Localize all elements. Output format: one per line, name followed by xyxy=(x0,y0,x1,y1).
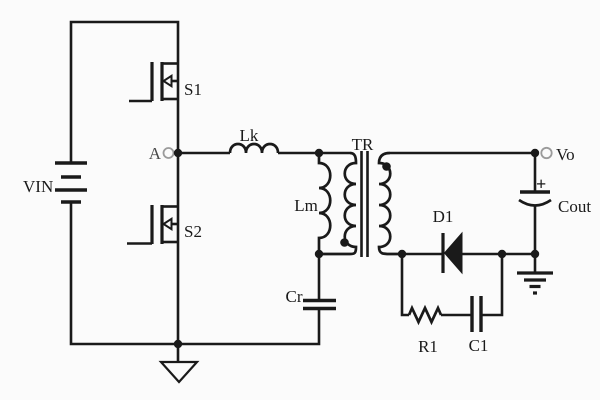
label-c1: C1 xyxy=(469,336,489,355)
junction-lm-top xyxy=(314,148,324,158)
label-lk: Lk xyxy=(240,126,259,145)
capacitor-cr: Cr xyxy=(286,287,336,311)
transformer-tr: TR xyxy=(319,135,402,257)
ground-secondary-icon xyxy=(517,271,553,295)
wires xyxy=(69,20,537,362)
junction-cout-ground xyxy=(530,249,540,259)
inductor-lk: Lk xyxy=(228,126,280,154)
label-node-a: A xyxy=(149,144,162,163)
label-s2: S2 xyxy=(184,222,202,241)
label-tr: TR xyxy=(352,135,374,154)
diode-d1: D1 xyxy=(433,207,463,275)
junction-node-a xyxy=(173,148,183,158)
cout-plate-curved xyxy=(518,198,552,207)
mosfet-s2: S2 xyxy=(127,205,202,245)
vo-terminal: Vo xyxy=(540,145,575,164)
battery-vin: VIN xyxy=(23,161,87,204)
tr-secondary-winding xyxy=(377,151,402,256)
label-lm: Lm xyxy=(294,196,318,215)
label-cr: Cr xyxy=(286,287,303,306)
tr-core xyxy=(360,151,369,257)
r1-zigzag xyxy=(407,304,443,326)
label-d1: D1 xyxy=(433,207,454,226)
label-cout: Cout xyxy=(558,197,591,216)
wire-c1-up xyxy=(481,254,504,317)
junction-vo xyxy=(530,148,540,158)
lm-coil xyxy=(317,153,332,254)
vo-ring-icon xyxy=(540,146,553,160)
label-vo: Vo xyxy=(556,145,575,164)
junction-dots xyxy=(173,148,540,349)
mosfet-s1: S1 xyxy=(129,62,202,103)
s1-arrow-icon xyxy=(161,73,173,89)
tr-primary-winding xyxy=(319,151,358,256)
wire-snubber-left xyxy=(400,254,409,317)
node-a-terminal: A xyxy=(149,144,175,163)
node-a-ring-icon xyxy=(162,147,175,159)
label-r1: R1 xyxy=(418,337,438,356)
cout-plus-sign: + xyxy=(536,174,546,194)
junction-bottom-rail xyxy=(173,339,183,349)
resistor-r1: R1 xyxy=(407,304,443,356)
lk-coil xyxy=(228,142,280,154)
d1-anode-triangle xyxy=(443,231,463,275)
label-vin: VIN xyxy=(23,177,53,196)
ground-primary-icon xyxy=(158,360,200,384)
junction-d1-right xyxy=(497,249,507,259)
wire-left-loop xyxy=(69,20,180,344)
capacitor-cout: + Cout xyxy=(518,174,591,216)
capacitor-c1: C1 xyxy=(469,296,489,355)
inductor-lm: Lm xyxy=(294,153,332,254)
wire-bottom-rail xyxy=(69,202,321,346)
junction-lm-bottom xyxy=(314,249,324,259)
tr-primary-polarity-dot xyxy=(340,238,349,247)
tr-secondary-polarity-dot xyxy=(382,162,391,171)
s2-arrow-icon xyxy=(161,216,173,232)
label-s1: S1 xyxy=(184,80,202,99)
junction-secondary-bottom xyxy=(397,249,407,259)
ground-triangle xyxy=(158,360,200,384)
